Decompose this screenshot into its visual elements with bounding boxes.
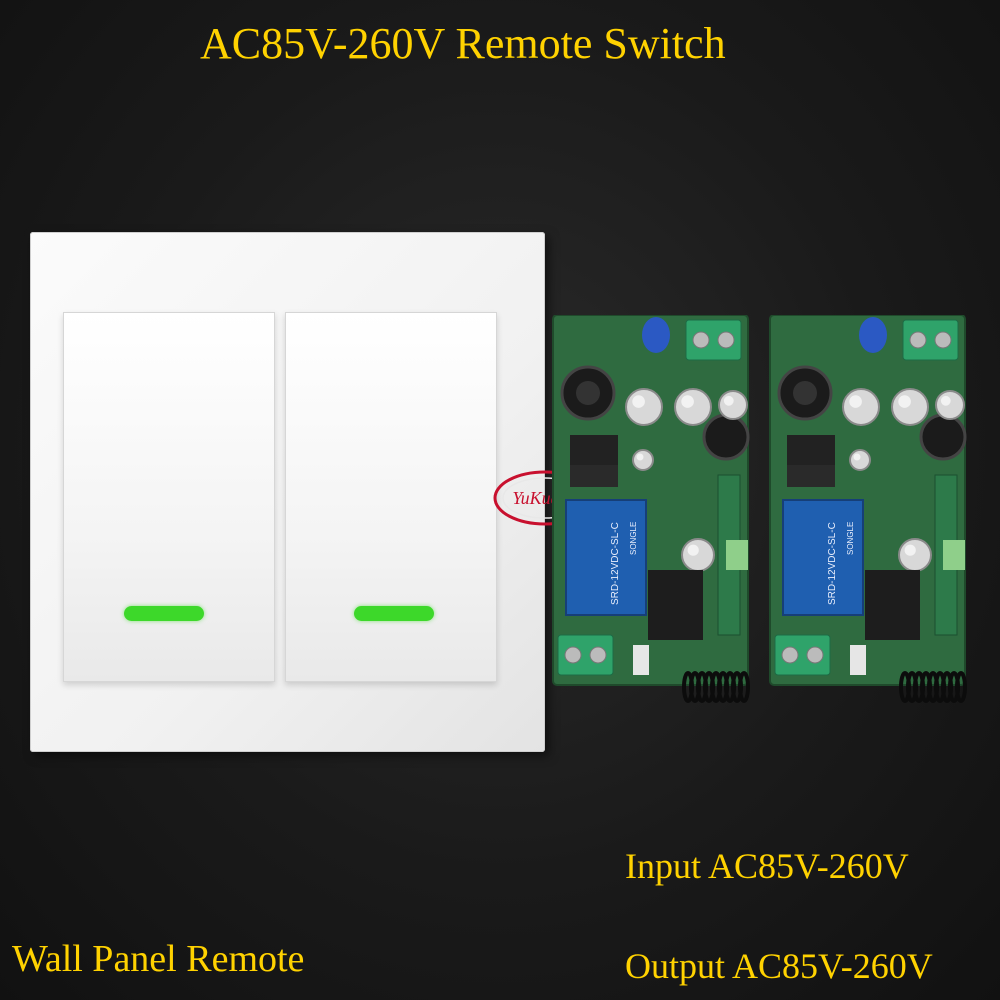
- learn-button: [726, 540, 748, 570]
- electrolytic-capacitor: [632, 449, 654, 471]
- wall-panel-label: Wall Panel Remote: [12, 938, 305, 980]
- ic-chip: [787, 435, 835, 465]
- electrolytic-capacitor: [898, 538, 932, 572]
- inductor-coil: [702, 413, 750, 461]
- screw-icon: [564, 646, 582, 664]
- rocker-button-left[interactable]: [63, 312, 275, 682]
- blue-capacitor: [642, 317, 670, 353]
- inductor-coil: [919, 413, 967, 461]
- relay-model-text: SRD-12VDC-SL-C: [827, 522, 838, 605]
- connector: [633, 645, 649, 675]
- blue-capacitor: [859, 317, 887, 353]
- electrolytic-capacitor: [674, 388, 712, 426]
- receiver-board-2: SRD-12VDC-SL-C SONGLE: [769, 315, 967, 703]
- green-indicator-light: [354, 606, 434, 621]
- antenna-coil: [682, 671, 750, 703]
- relay-module: [565, 499, 647, 616]
- output-voltage-label: Output AC85V-260V: [625, 946, 933, 986]
- terminal-block-top: [902, 319, 959, 361]
- screw-icon: [692, 331, 710, 349]
- terminal-block-top: [685, 319, 742, 361]
- rocker-button-right[interactable]: [285, 312, 497, 682]
- electrolytic-capacitor: [849, 449, 871, 471]
- antenna-coil: [899, 671, 967, 703]
- ic-chip: [787, 465, 835, 487]
- relay-brand-text: SONGLE: [846, 522, 855, 555]
- input-voltage-label: Input AC85V-260V: [625, 846, 909, 886]
- screw-icon: [909, 331, 927, 349]
- relay-model-text: SRD-12VDC-SL-C: [610, 522, 621, 605]
- ic-chip: [570, 465, 618, 487]
- terminal-block-bottom: [557, 634, 614, 676]
- connector: [850, 645, 866, 675]
- screw-icon: [781, 646, 799, 664]
- receiver-board-1: SRD-12VDC-SL-C SONGLE: [552, 315, 750, 703]
- screw-icon: [717, 331, 735, 349]
- screw-icon: [589, 646, 607, 664]
- electrolytic-capacitor: [625, 388, 663, 426]
- electrolytic-capacitor: [718, 390, 748, 420]
- green-indicator-light: [124, 606, 204, 621]
- learn-button: [943, 540, 965, 570]
- relay-brand-text: SONGLE: [629, 522, 638, 555]
- electrolytic-capacitor: [935, 390, 965, 420]
- relay-module: [782, 499, 864, 616]
- ic-chip: [570, 435, 618, 465]
- headline-title: AC85V-260V Remote Switch: [200, 19, 726, 68]
- wall-panel-remote: [30, 232, 545, 752]
- decoder-chip: [648, 570, 703, 640]
- electrolytic-capacitor: [842, 388, 880, 426]
- screw-icon: [806, 646, 824, 664]
- screw-icon: [934, 331, 952, 349]
- electrolytic-capacitor: [891, 388, 929, 426]
- terminal-block-bottom: [774, 634, 831, 676]
- decoder-chip: [865, 570, 920, 640]
- electrolytic-capacitor: [681, 538, 715, 572]
